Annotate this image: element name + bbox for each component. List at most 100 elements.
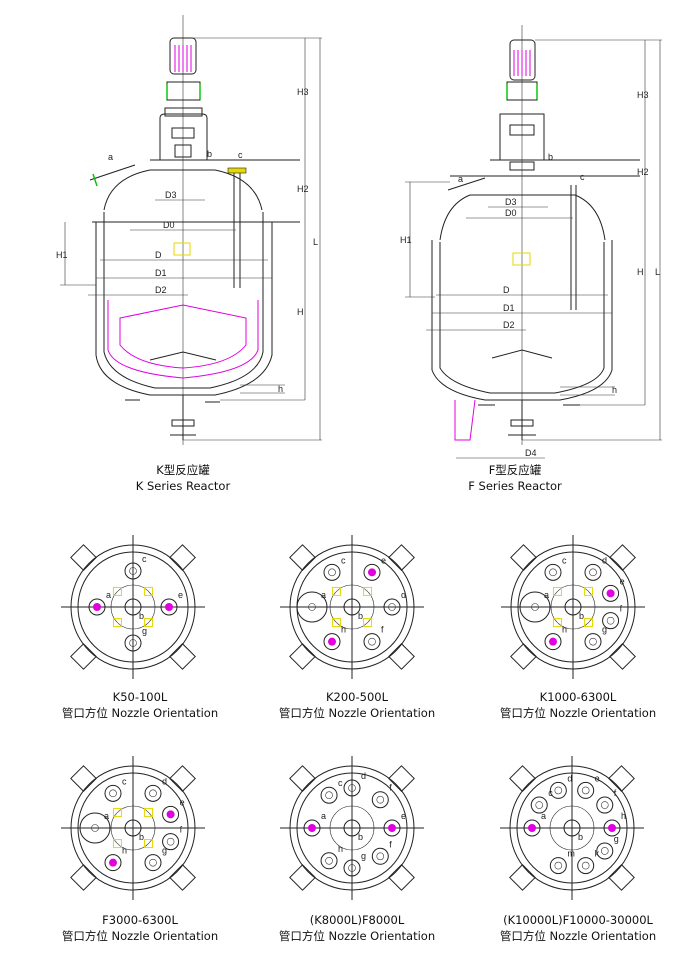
nozzle-e-icon [162, 805, 180, 823]
orientation-label: 管口方位 Nozzle Orientation [61, 706, 219, 720]
nozzle-bore-icon [348, 784, 356, 792]
nozzle-d-icon [549, 781, 567, 799]
nozzle-label: b [579, 611, 584, 621]
nozzle-h-icon [320, 852, 338, 870]
nozzle-label: f [620, 604, 623, 614]
model-label: K1000-6300L [539, 690, 617, 704]
nozzle-c-label: c [238, 150, 243, 160]
k-series-caption: K型反应罐 K Series Reactor [73, 462, 293, 494]
nozzle-label: f [381, 625, 384, 635]
nozzle-f-icon [162, 833, 180, 851]
dim-h: H [637, 267, 644, 277]
dim-d0: D0 [505, 208, 517, 218]
nozzle-bore-icon [581, 786, 590, 795]
nozzle-highlight-icon [308, 824, 316, 832]
support-lug-icon [388, 544, 415, 571]
nozzle-label: k [595, 849, 600, 859]
bolt-marker-icon [144, 618, 154, 628]
dim-d2: D2 [503, 320, 515, 330]
nozzle-m-icon [549, 857, 567, 875]
nozzle-e-icon [602, 584, 620, 602]
nozzle-label: f [389, 839, 392, 849]
nozzle-c-icon [104, 784, 122, 802]
nozzle-label: e [178, 590, 183, 600]
nozzle-highlight-icon [368, 568, 376, 577]
nozzle-g-icon [596, 842, 614, 860]
nozzle-label: h [122, 846, 127, 856]
nozzle-c-icon [320, 786, 338, 804]
nozzle-b-label: b [548, 152, 553, 162]
support-lug-icon [510, 643, 537, 670]
nozzle-highlight-icon [608, 824, 616, 832]
nozzle-bore-icon [109, 789, 117, 798]
nozzle-h-icon [323, 633, 341, 651]
nozzle-d-icon [383, 598, 401, 616]
nozzle-a-label: a [108, 152, 113, 162]
caption-cn: K型反应罐 [156, 463, 210, 477]
nozzle-label: d [401, 590, 406, 600]
nozzle-c-icon [323, 563, 341, 581]
dim-d: D [155, 250, 162, 260]
dim-d4: D4 [525, 448, 537, 458]
nozzle-e-icon [383, 819, 401, 837]
bolt-marker-icon [144, 839, 154, 849]
nozzle-label: h [338, 844, 343, 854]
dim-d1: D1 [155, 268, 167, 278]
nozzle-c-icon [124, 562, 142, 580]
support-lug-icon [169, 643, 196, 670]
model-label: (K10000L)F10000-30000L [503, 913, 653, 927]
nozzle-label: b [358, 832, 363, 842]
nozzle-e-icon [363, 563, 381, 581]
nozzle-e-icon [160, 598, 178, 616]
support-lug-icon [388, 765, 415, 792]
support-lug-icon [608, 765, 635, 792]
nozzle-bore-icon [91, 824, 99, 832]
nozzle-f-icon [371, 791, 389, 809]
nozzle-bore-icon [549, 568, 557, 577]
nozzle-bore-icon [149, 789, 157, 798]
support-lug-icon [70, 643, 97, 670]
nozzle-bore-icon [149, 858, 157, 867]
nozzle-label: a [106, 590, 111, 600]
nozzle-label: d [361, 771, 366, 781]
dim-h3: H3 [637, 90, 649, 100]
nozzle-label: e [620, 576, 625, 586]
dim-h2: H2 [297, 184, 309, 194]
orientation-label: 管口方位 Nozzle Orientation [499, 929, 657, 943]
support-lug-icon [169, 544, 196, 571]
nozzle-bore-icon [589, 568, 597, 577]
bolt-marker-icon [363, 586, 373, 596]
bolt-marker-icon [331, 586, 341, 596]
model-label: F3000-6300L [102, 913, 178, 927]
nozzle-bore-icon [531, 603, 539, 611]
nozzle-label: e [595, 773, 600, 783]
support-lug-icon [289, 864, 316, 891]
caption-en: K Series Reactor [135, 479, 231, 493]
nozzle-a-label: a [458, 174, 463, 184]
nozzle-label: g [602, 625, 607, 635]
bolt-marker-icon [331, 618, 341, 628]
nozzle-label: f [180, 825, 183, 835]
orientation-label: 管口方位 Nozzle Orientation [278, 929, 436, 943]
nozzle-g-icon [144, 854, 162, 872]
nozzle-bore-icon [328, 568, 336, 577]
nozzle-a-icon [296, 591, 328, 623]
support-lug-icon [609, 544, 636, 571]
support-lug-icon [509, 765, 536, 792]
support-lug-icon [388, 864, 415, 891]
nozzle-a-icon [88, 598, 106, 616]
support-lug-icon [289, 544, 316, 571]
nozzle-a-icon [303, 819, 321, 837]
nozzle-d-icon [584, 563, 602, 581]
support-lug-icon [608, 864, 635, 891]
dim-h3: H3 [297, 87, 309, 97]
k-series-reactor-drawing: H3 H2 H L H1 D D1 D2 D0 D3 a b c h [56, 15, 322, 445]
bolt-marker-icon [112, 618, 122, 628]
nozzle-label: a [541, 811, 546, 821]
nozzle-bore-icon [129, 639, 137, 647]
nozzle-a-icon [79, 812, 111, 844]
